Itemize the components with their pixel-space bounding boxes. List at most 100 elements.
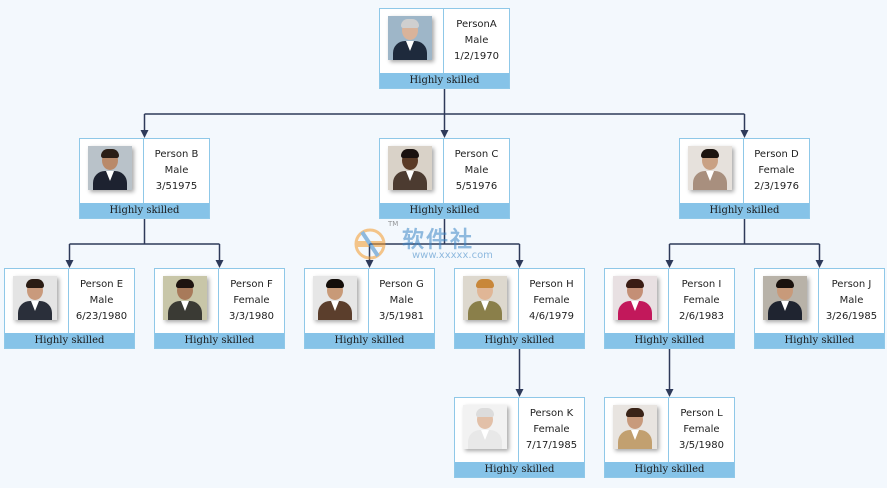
skill-level-bar: Highly skilled [380, 73, 509, 88]
avatar [313, 276, 357, 320]
person-name: Person F [230, 279, 273, 290]
person-info: Person B Male 3/51975 [144, 139, 209, 203]
person-dob: 2/6/1983 [679, 311, 724, 322]
photo-cell [380, 9, 444, 73]
arrowhead-icon [665, 389, 674, 397]
person-info: Person D Female 2/3/1976 [744, 139, 809, 203]
photo-cell [680, 139, 744, 203]
arrowhead-icon [515, 260, 524, 268]
person-info: Person I Female 2/6/1983 [669, 269, 734, 333]
photo-cell [155, 269, 219, 333]
person-dob: 4/6/1979 [529, 311, 574, 322]
photo-cell [80, 139, 144, 203]
person-dob: 3/5/1981 [379, 311, 424, 322]
person-gender: Male [89, 295, 114, 306]
person-name: Person D [754, 149, 799, 160]
person-dob: 2/3/1976 [754, 181, 799, 192]
person-dob: 7/17/1985 [525, 440, 578, 451]
person-gender: Male [464, 35, 489, 46]
avatar [388, 16, 432, 60]
person-info: Person J Male 3/26/1985 [819, 269, 884, 333]
person-gender: Male [464, 165, 489, 176]
photo-cell [605, 398, 669, 462]
person-info: Person E Male 6/23/1980 [69, 269, 134, 333]
skill-level-bar: Highly skilled [605, 462, 734, 477]
photo-cell [605, 269, 669, 333]
avatar [613, 405, 657, 449]
person-dob: 3/5/1980 [679, 440, 724, 451]
person-name: Person G [379, 279, 424, 290]
person-dob: 3/26/1985 [825, 311, 878, 322]
person-gender: Female [533, 295, 570, 306]
skill-level-bar: Highly skilled [380, 203, 509, 218]
skill-level-bar: Highly skilled [305, 333, 434, 348]
skill-level-bar: Highly skilled [455, 333, 584, 348]
person-name: Person B [154, 149, 199, 160]
arrowhead-icon [665, 260, 674, 268]
person-gender: Female [683, 424, 720, 435]
person-info: Person F Female 3/3/1980 [219, 269, 284, 333]
person-info: Person G Male 3/5/1981 [369, 269, 434, 333]
photo-cell [755, 269, 819, 333]
person-name: Person K [529, 408, 574, 419]
avatar [463, 405, 507, 449]
arrowhead-icon [365, 260, 374, 268]
person-dob: 3/3/1980 [229, 311, 274, 322]
skill-level-bar: Highly skilled [5, 333, 134, 348]
person-name: Person J [831, 279, 872, 290]
arrowhead-icon [440, 130, 449, 138]
avatar [463, 276, 507, 320]
arrowhead-icon [65, 260, 74, 268]
avatar [388, 146, 432, 190]
photo-cell [455, 398, 519, 462]
person-dob: 3/51975 [155, 181, 198, 192]
skill-level-bar: Highly skilled [605, 333, 734, 348]
arrowhead-icon [740, 130, 749, 138]
avatar [763, 276, 807, 320]
avatar [163, 276, 207, 320]
arrowhead-icon [515, 389, 524, 397]
person-name: Person E [79, 279, 124, 290]
skill-level-bar: Highly skilled [755, 333, 884, 348]
avatar [88, 146, 132, 190]
avatar [688, 146, 732, 190]
person-gender: Female [683, 295, 720, 306]
person-gender: Male [164, 165, 189, 176]
photo-cell [380, 139, 444, 203]
person-dob: 6/23/1980 [75, 311, 128, 322]
arrowhead-icon [815, 260, 824, 268]
photo-cell [455, 269, 519, 333]
person-gender: Female [533, 424, 570, 435]
person-info: Person L Female 3/5/1980 [669, 398, 734, 462]
person-gender: Female [758, 165, 795, 176]
person-name: Person L [680, 408, 723, 419]
photo-cell [5, 269, 69, 333]
person-name: Person I [681, 279, 722, 290]
avatar [13, 276, 57, 320]
person-gender: Male [389, 295, 414, 306]
person-name: Person C [454, 149, 499, 160]
person-gender: Female [233, 295, 270, 306]
avatar [613, 276, 657, 320]
person-name: PersonA [456, 19, 497, 30]
person-gender: Male [839, 295, 864, 306]
person-info: Person K Female 7/17/1985 [519, 398, 584, 462]
arrowhead-icon [140, 130, 149, 138]
